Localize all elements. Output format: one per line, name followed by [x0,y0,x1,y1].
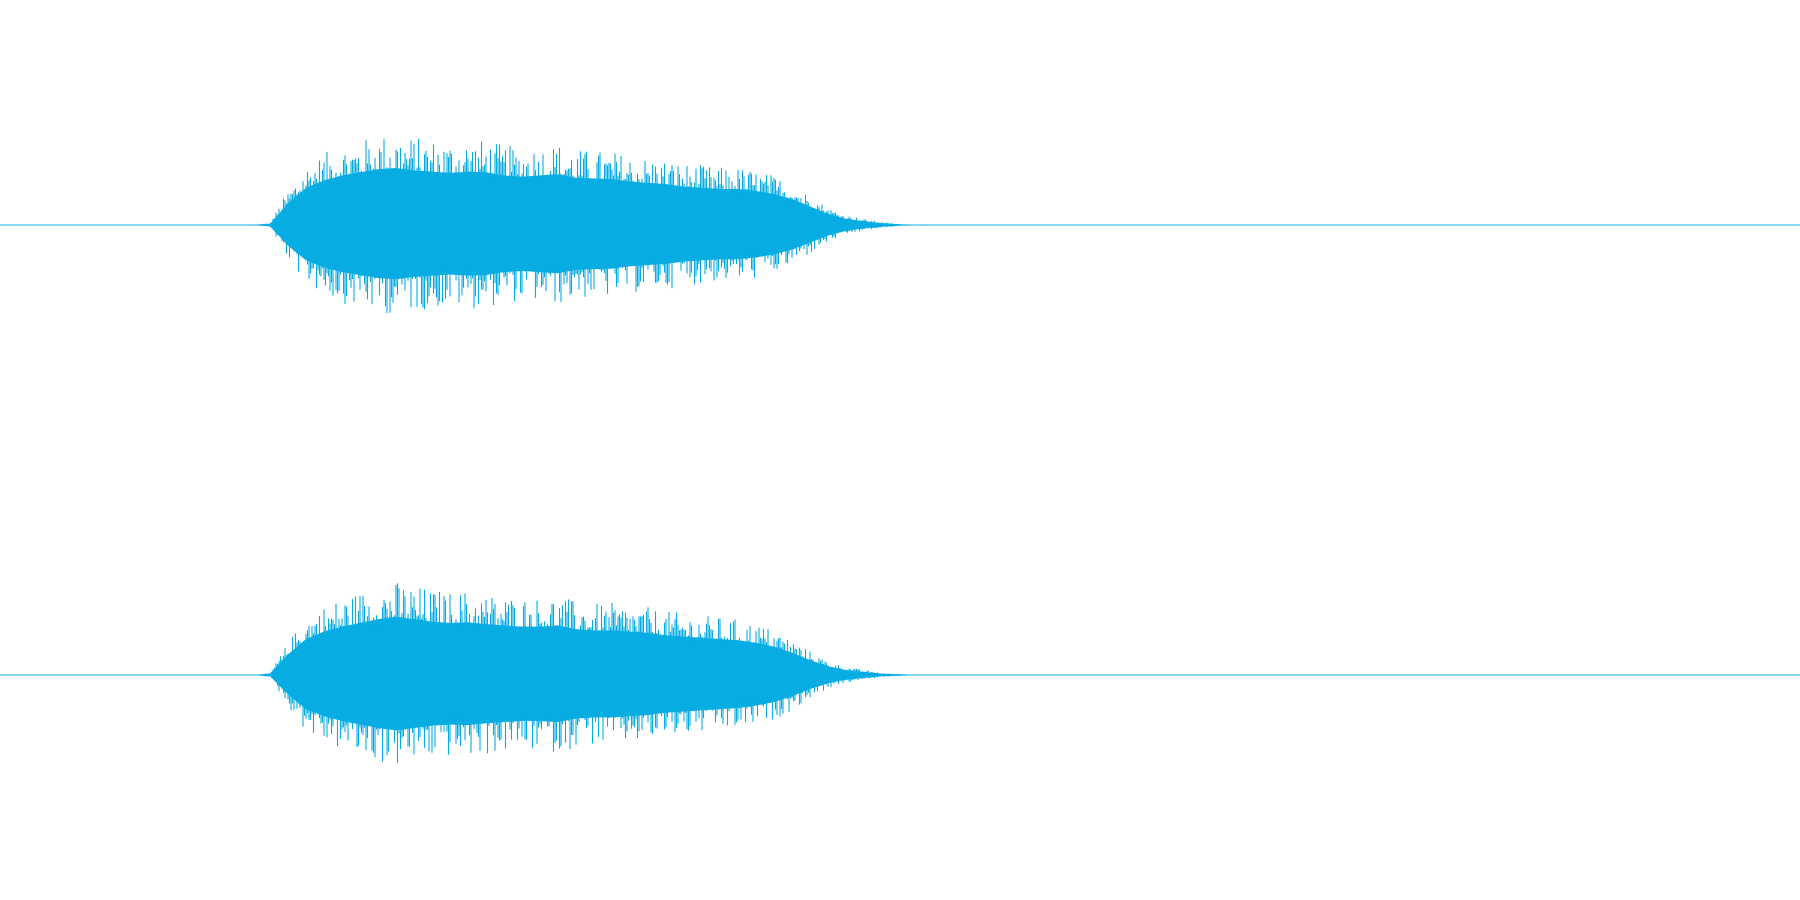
channel-1-peaks [255,139,922,313]
channel-2-waveform[interactable] [0,583,1800,763]
channel-2-peaks [255,583,922,763]
channel-1-waveform[interactable] [0,139,1800,313]
